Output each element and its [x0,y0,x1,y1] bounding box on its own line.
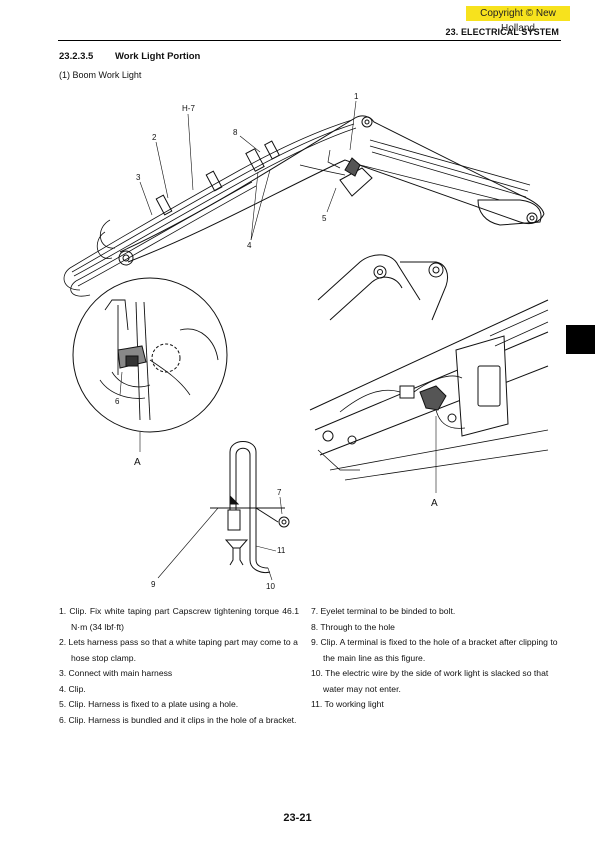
note-item: 2. Lets harness pass so that a white tap… [59,637,298,663]
callout-8: 8 [233,128,238,137]
callout-5: 5 [322,214,327,223]
callout-6: 6 [115,397,120,406]
callout-11: 11 [277,546,286,555]
detail-a-callouts [119,371,141,452]
callout-4: 4 [247,241,252,250]
callout-7: 7 [277,488,282,497]
callout-3: 3 [136,173,141,182]
subsection-heading: (1) Boom Work Light [59,70,142,80]
note-item: 8. Through to the hole [311,621,395,632]
detail-a-circle [72,277,228,433]
notes-left-column: 1. Clip. Fix white taping part Capscrew … [59,604,299,728]
detail-a-right-view [309,254,549,481]
boom-illustration [63,115,545,297]
boom-callouts [139,100,357,241]
label-a-left: A [134,457,141,468]
note-item: 7. Eyelet terminal to be binded to bolt. [311,606,456,616]
callout-2: 2 [152,133,157,142]
note-item: 11. To working light [311,699,384,709]
wiring-detail [210,441,290,573]
note-item: 9. Clip. A terminal is fixed to the hole… [311,637,558,663]
note-item: 5. Clip. Harness is fixed to a plate usi… [59,699,239,709]
note-item: 10. The electric wire by the side of wor… [311,668,549,694]
section-title: Work Light Portion [115,51,201,62]
notes-right-column: 7. Eyelet terminal to be binded to bolt.… [311,604,561,713]
callout-h7: H-7 [182,104,195,113]
note-item: 4. Clip. [59,683,86,694]
chapter-title: 23. ELECTRICAL SYSTEM [445,27,559,37]
note-item: 1. Clip. Fix white taping part Capscrew … [59,606,299,632]
section-number: 23.2.3.5 [59,51,94,62]
wiring-callouts [157,496,283,581]
note-item: 3. Connect with main harness [59,668,173,678]
copyright-banner: Copyright © New Holland [466,6,570,34]
label-a-right: A [431,498,438,509]
work-light-diagram: 1 H-7 2 8 3 5 4 6 A [63,92,549,591]
header-rule [58,40,561,41]
note-item: 6. Clip. Harness is bundled and it clips… [59,714,297,725]
chapter-tab-marker [566,325,595,354]
callout-1: 1 [354,92,359,101]
page-number: 23-21 [283,812,312,824]
callout-9: 9 [151,580,156,589]
callout-10: 10 [266,582,275,591]
